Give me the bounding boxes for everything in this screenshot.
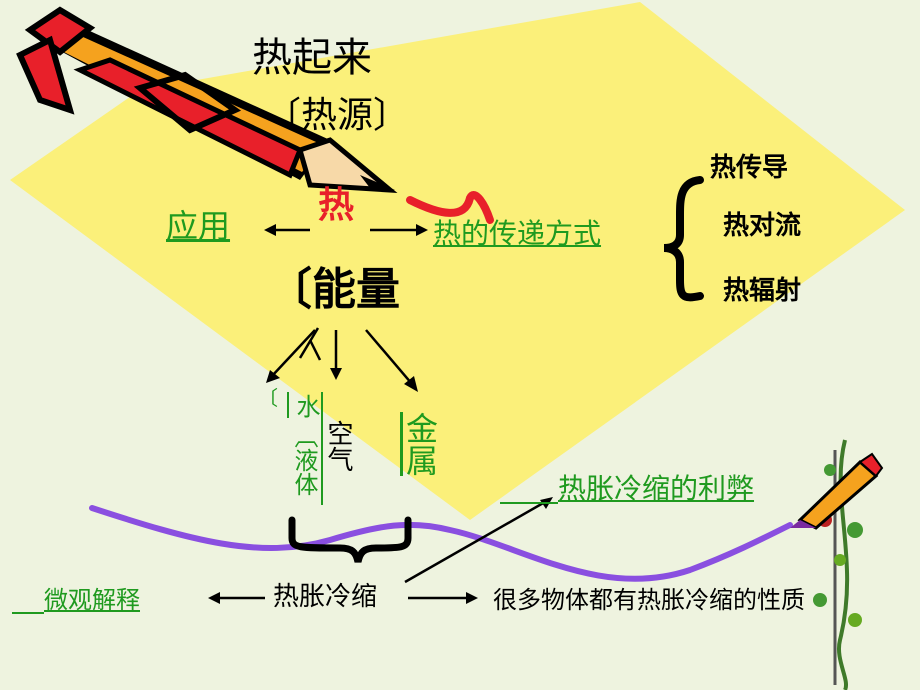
property-label: 很多物体都有热胀冷缩的性质 [493, 586, 805, 614]
metal-link[interactable]: 金属 [401, 412, 439, 476]
micro-explanation-link[interactable]: 微观解释 [44, 586, 140, 614]
transfer-mode-conduction: 热传导 [710, 153, 789, 183]
arrow-to-application [264, 224, 310, 236]
micro-underline-lead [12, 612, 44, 614]
transfer-mode-convection: 热对流 [723, 211, 802, 241]
pencil-illustration [16, 6, 494, 224]
page-title: 热起来 [252, 35, 372, 81]
water-paren: 〔 [258, 386, 278, 410]
purple-wave [89, 505, 793, 582]
pros-cons-underline-lead [500, 502, 558, 504]
bottom-brace [288, 516, 412, 563]
application-link[interactable]: 应用 [166, 207, 231, 245]
arrow-to-transfer [370, 224, 428, 236]
brace-transfer [663, 176, 704, 302]
liquid-label: 〔液体 [290, 424, 318, 496]
energy-label: 〔能量 [268, 264, 400, 315]
heat-center-label: 热 [318, 185, 355, 226]
plant-pencil-illustration [790, 439, 884, 690]
heat-transfer-link[interactable]: 热的传递方式 [433, 217, 602, 250]
pros-cons-link[interactable]: 热胀冷缩的利弊 [558, 472, 755, 505]
air-label: 空气 [323, 420, 353, 472]
heat-source-label: 〔热源〕 [265, 95, 410, 136]
expansion-label: 热胀冷缩 [273, 582, 378, 612]
water-label: 水 [292, 394, 320, 418]
transfer-mode-radiation: 热辐射 [723, 276, 802, 306]
